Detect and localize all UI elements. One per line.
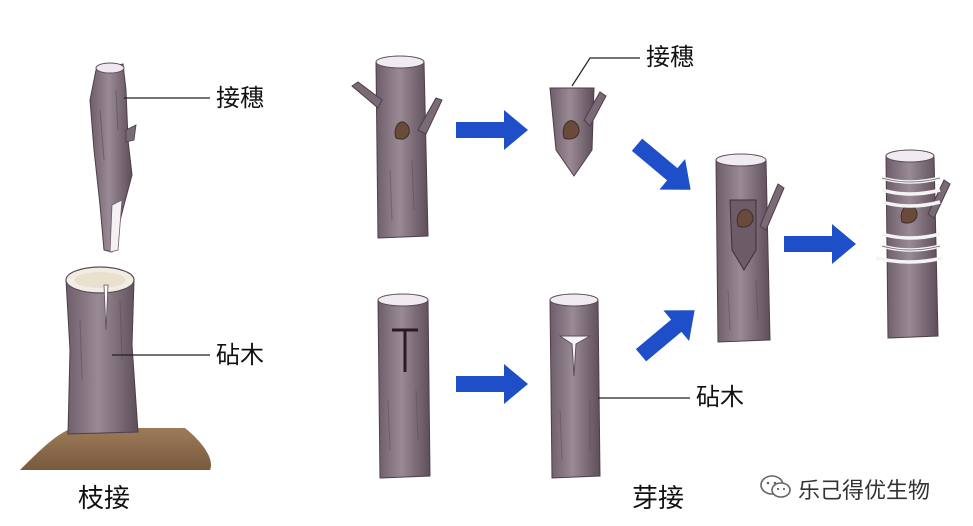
watermark-text: 乐己得优生物 [798,479,931,504]
bud-source-stick [351,55,443,239]
branch-scion [89,62,137,253]
caption-branch-grafting: 枝接 [78,484,131,514]
scion-bud-leader [571,57,640,87]
bud-inserted-stock [715,153,785,343]
arrow-right-top [456,110,528,150]
bud-shield-scion [549,87,607,177]
bud-wrapped-stock [875,149,951,339]
label-rootstock-bud: 砧木 [696,383,744,411]
bud-rootstock-tcut [549,293,601,479]
label-rootstock-left: 砧木 [216,341,264,369]
process-arrows [456,110,856,404]
arrow-down-right [631,138,691,190]
arrow-up-right [635,310,695,362]
arrow-right-final [784,224,856,264]
bud-rootstock-plain [377,293,431,479]
arrow-right-bottom [456,364,528,404]
branch-rootstock [20,266,211,470]
label-scion-left: 接穗 [216,84,264,112]
wechat-icon [760,474,792,504]
watermark: 乐己得优生物 [760,473,930,505]
caption-bud-grafting: 芽接 [632,484,685,514]
label-scion-bud: 接穗 [646,43,694,71]
